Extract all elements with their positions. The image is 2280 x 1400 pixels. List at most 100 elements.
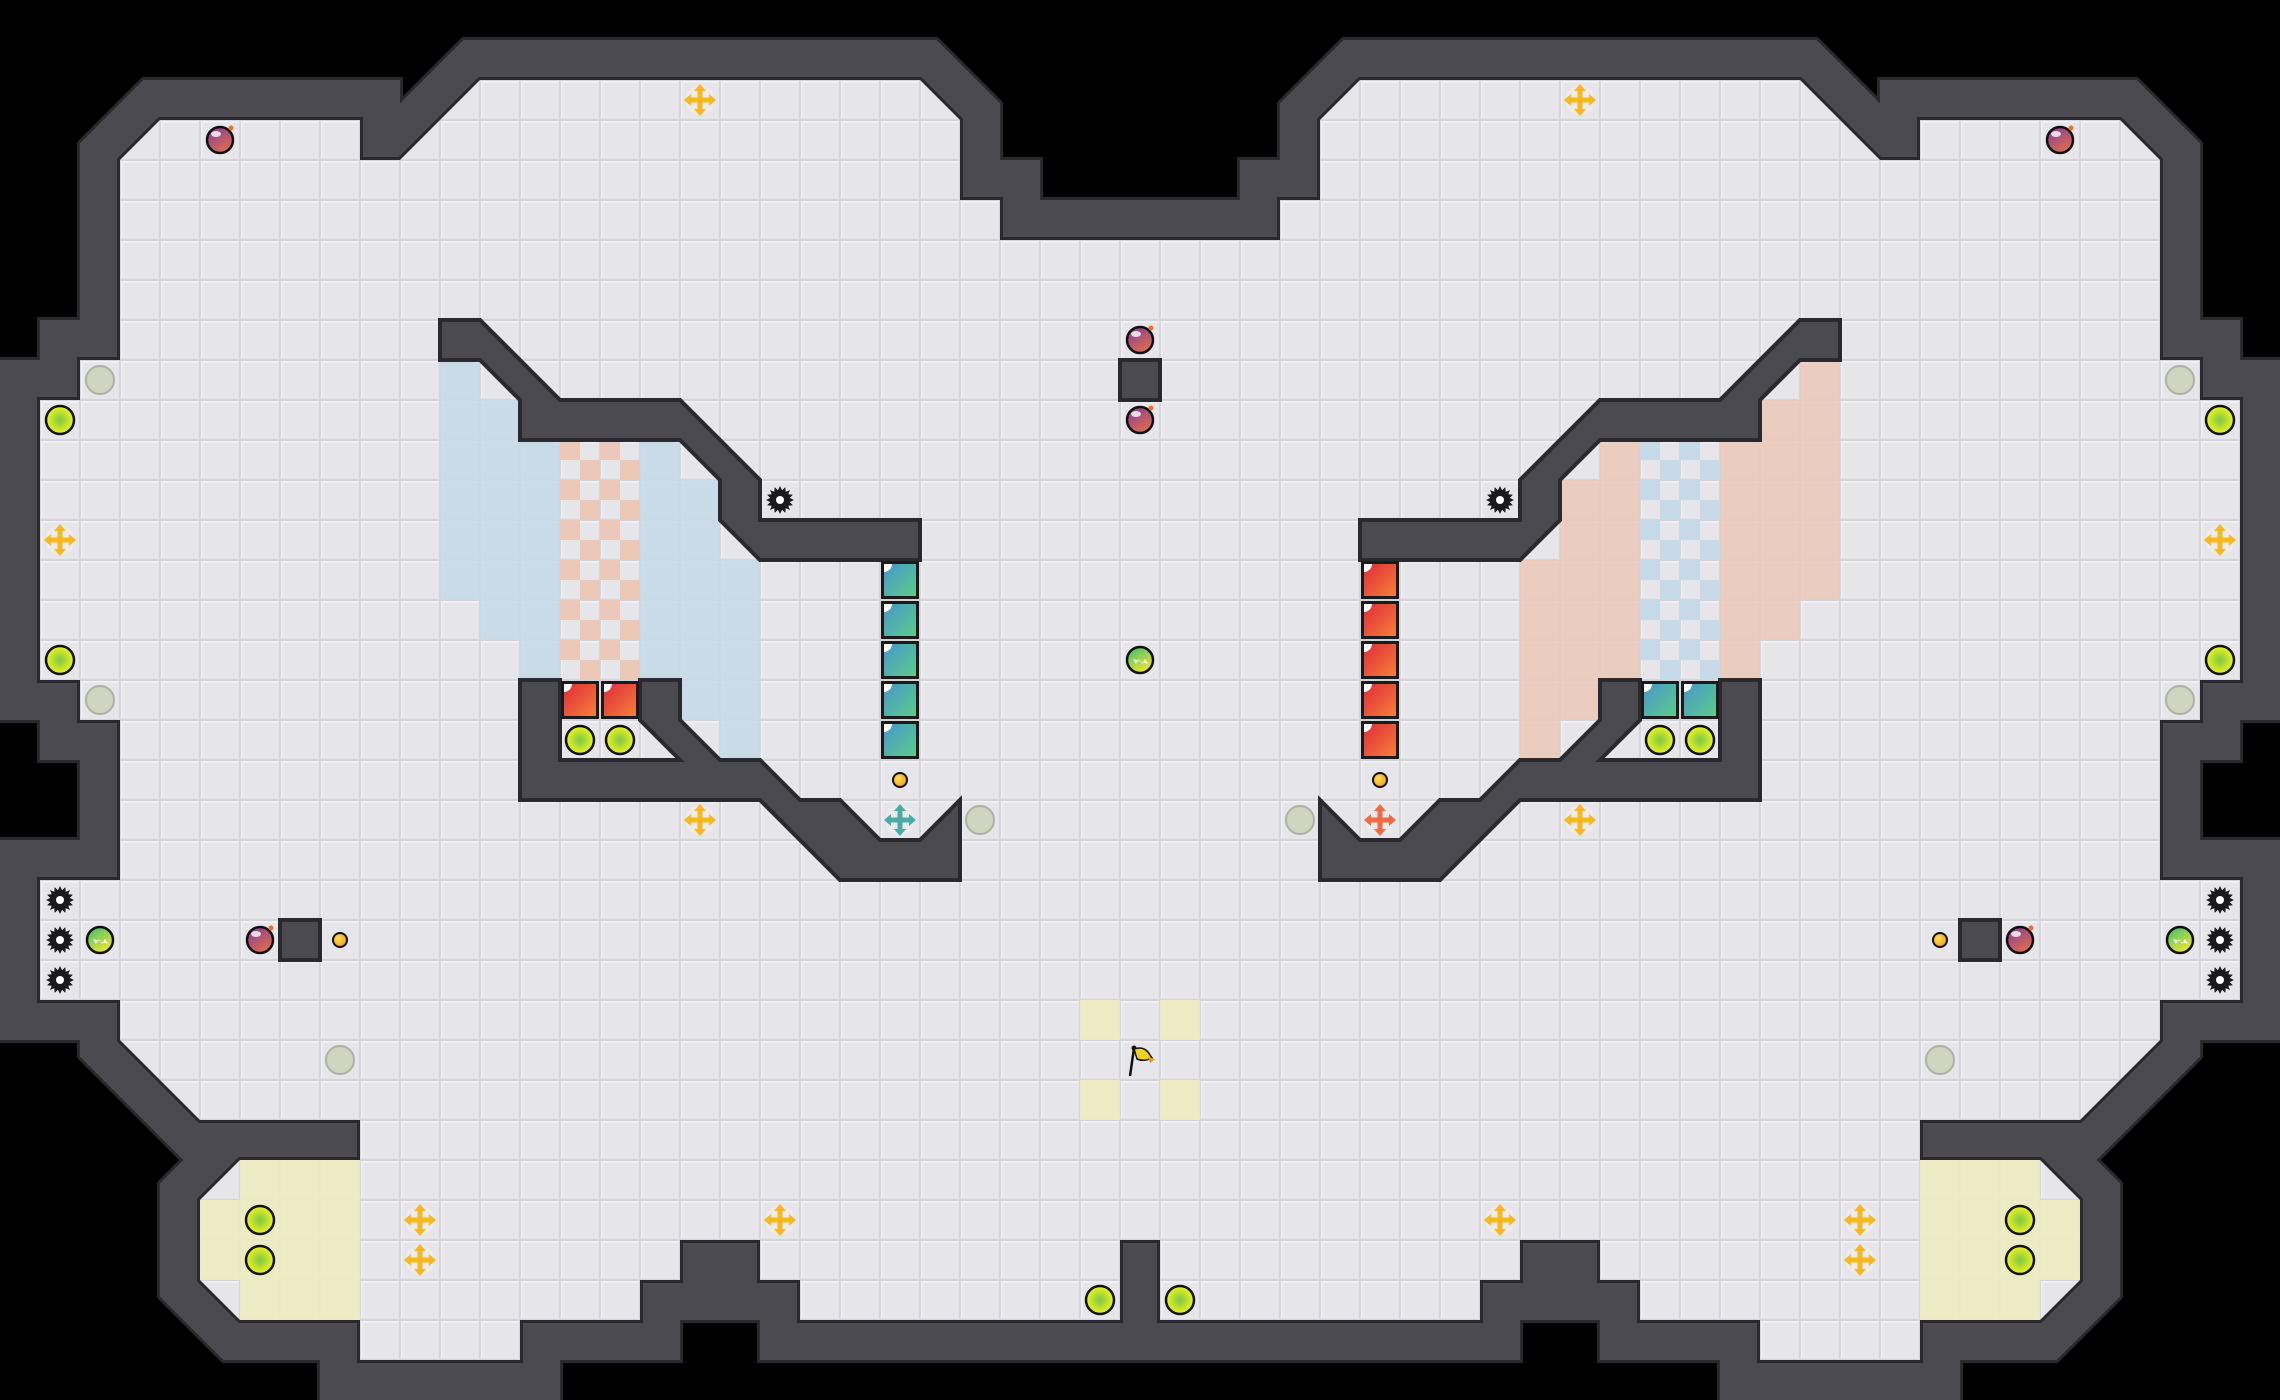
powerup-icon bbox=[244, 1204, 276, 1236]
blue-team-boost-icon bbox=[884, 804, 916, 836]
spike-icon bbox=[46, 886, 74, 914]
wall-block bbox=[278, 918, 322, 962]
blue-checker-tile bbox=[1700, 460, 1720, 480]
blue-checker-tile bbox=[1700, 540, 1720, 560]
inactive-powerup-icon bbox=[2165, 365, 2195, 395]
red-checker-tile bbox=[600, 560, 620, 580]
yellow-zone-tile bbox=[1080, 1080, 1120, 1120]
red-checker-tile bbox=[580, 540, 600, 560]
blue-team-zone-tile bbox=[720, 560, 760, 600]
blue-checker-tile bbox=[1660, 580, 1680, 600]
wall-block bbox=[1118, 358, 1162, 402]
blue-checker-tile bbox=[1700, 660, 1720, 680]
bomb-icon bbox=[2005, 925, 2035, 955]
red-checker-tile bbox=[620, 540, 640, 560]
yellow-zone-tile bbox=[280, 1200, 320, 1240]
red-team-zone-tile bbox=[1720, 560, 1760, 600]
upper-diagonal-wall-right bbox=[1358, 318, 1842, 562]
red-team-zone-tile bbox=[1720, 520, 1760, 560]
boost-icon bbox=[2204, 524, 2236, 556]
boost-icon bbox=[1564, 804, 1596, 836]
red-team-zone-tile bbox=[1600, 440, 1640, 480]
bomb-icon bbox=[2045, 125, 2075, 155]
inactive-powerup-icon bbox=[2165, 685, 2195, 715]
powerup-icon bbox=[1684, 724, 1716, 756]
powerup-icon bbox=[604, 724, 636, 756]
red-team-zone-tile bbox=[1760, 600, 1800, 640]
blue-checker-tile bbox=[1680, 440, 1700, 460]
yellow-zone-tile bbox=[1160, 1080, 1200, 1120]
red-team-zone-tile bbox=[1600, 640, 1640, 680]
boost-icon bbox=[404, 1204, 436, 1236]
blue-checker-tile bbox=[1660, 460, 1680, 480]
boost-icon bbox=[684, 84, 716, 116]
red-checker-tile bbox=[580, 500, 600, 520]
blue-checker-tile bbox=[1680, 640, 1700, 660]
blue-checker-tile bbox=[1680, 560, 1700, 580]
rolling-bomb-icon bbox=[85, 925, 115, 955]
boost-icon bbox=[764, 1204, 796, 1236]
blue-checker-tile bbox=[1640, 480, 1660, 500]
red-team-zone-tile bbox=[1520, 720, 1560, 760]
yellow-zone-tile bbox=[1080, 1000, 1120, 1040]
blue-checker-tile bbox=[1640, 560, 1660, 580]
red-team-zone-tile bbox=[1520, 560, 1560, 600]
red-gate bbox=[1361, 601, 1399, 639]
yellow-zone-tile bbox=[1960, 1240, 2000, 1280]
red-checker-tile bbox=[560, 480, 580, 500]
inactive-powerup-icon bbox=[85, 685, 115, 715]
blue-team-zone-tile bbox=[440, 360, 480, 400]
bomb-icon bbox=[1125, 325, 1155, 355]
boost-icon bbox=[1564, 84, 1596, 116]
powerup-icon bbox=[1084, 1284, 1116, 1316]
blue-team-zone-tile bbox=[680, 640, 720, 680]
blue-team-zone-tile bbox=[480, 400, 520, 440]
powerup-icon bbox=[2204, 404, 2236, 436]
blue-team-zone-tile bbox=[640, 640, 680, 680]
red-gate bbox=[561, 681, 599, 719]
blue-team-zone-tile bbox=[680, 600, 720, 640]
red-gate bbox=[1361, 681, 1399, 719]
red-team-zone-tile bbox=[1600, 600, 1640, 640]
blue-team-zone-tile bbox=[520, 640, 560, 680]
marble-icon bbox=[332, 932, 348, 948]
red-team-zone-tile bbox=[1560, 480, 1600, 520]
red-team-zone-tile bbox=[1520, 640, 1560, 680]
blue-gate bbox=[1641, 681, 1679, 719]
red-team-zone-tile bbox=[1720, 640, 1760, 680]
blue-team-zone-tile bbox=[640, 560, 680, 600]
blue-gate bbox=[881, 721, 919, 759]
powerup-icon bbox=[244, 1244, 276, 1276]
blue-checker-tile bbox=[1640, 600, 1660, 620]
red-team-zone-tile bbox=[1520, 680, 1560, 720]
yellow-zone-tile bbox=[1920, 1160, 1960, 1200]
yellow-zone-tile bbox=[320, 1200, 360, 1240]
red-checker-tile bbox=[580, 460, 600, 480]
powerup-icon bbox=[2004, 1204, 2036, 1236]
blue-team-zone-tile bbox=[440, 480, 480, 520]
blue-team-zone-tile bbox=[680, 680, 720, 720]
powerup-icon bbox=[1644, 724, 1676, 756]
blue-gate bbox=[881, 681, 919, 719]
spike-icon bbox=[766, 486, 794, 514]
lower-u-wall-left bbox=[518, 678, 962, 882]
red-checker-tile bbox=[600, 600, 620, 620]
red-gate bbox=[601, 681, 639, 719]
red-team-zone-tile bbox=[1760, 480, 1800, 520]
red-gate bbox=[1361, 641, 1399, 679]
yellow-zone-tile bbox=[1960, 1200, 2000, 1240]
blue-team-zone-tile bbox=[440, 400, 480, 440]
powerup-icon bbox=[564, 724, 596, 756]
spike-icon bbox=[1486, 486, 1514, 514]
red-checker-tile bbox=[620, 460, 640, 480]
bomb-icon bbox=[245, 925, 275, 955]
yellow-zone-tile bbox=[320, 1240, 360, 1280]
floor bbox=[37, 77, 2243, 1363]
blue-gate bbox=[881, 561, 919, 599]
blue-team-zone-tile bbox=[640, 600, 680, 640]
yellow-zone-tile bbox=[2040, 1200, 2080, 1240]
blue-team-zone-tile bbox=[680, 520, 720, 560]
blue-team-zone-tile bbox=[640, 480, 680, 520]
blue-checker-tile bbox=[1640, 520, 1660, 540]
red-checker-tile bbox=[560, 520, 580, 540]
